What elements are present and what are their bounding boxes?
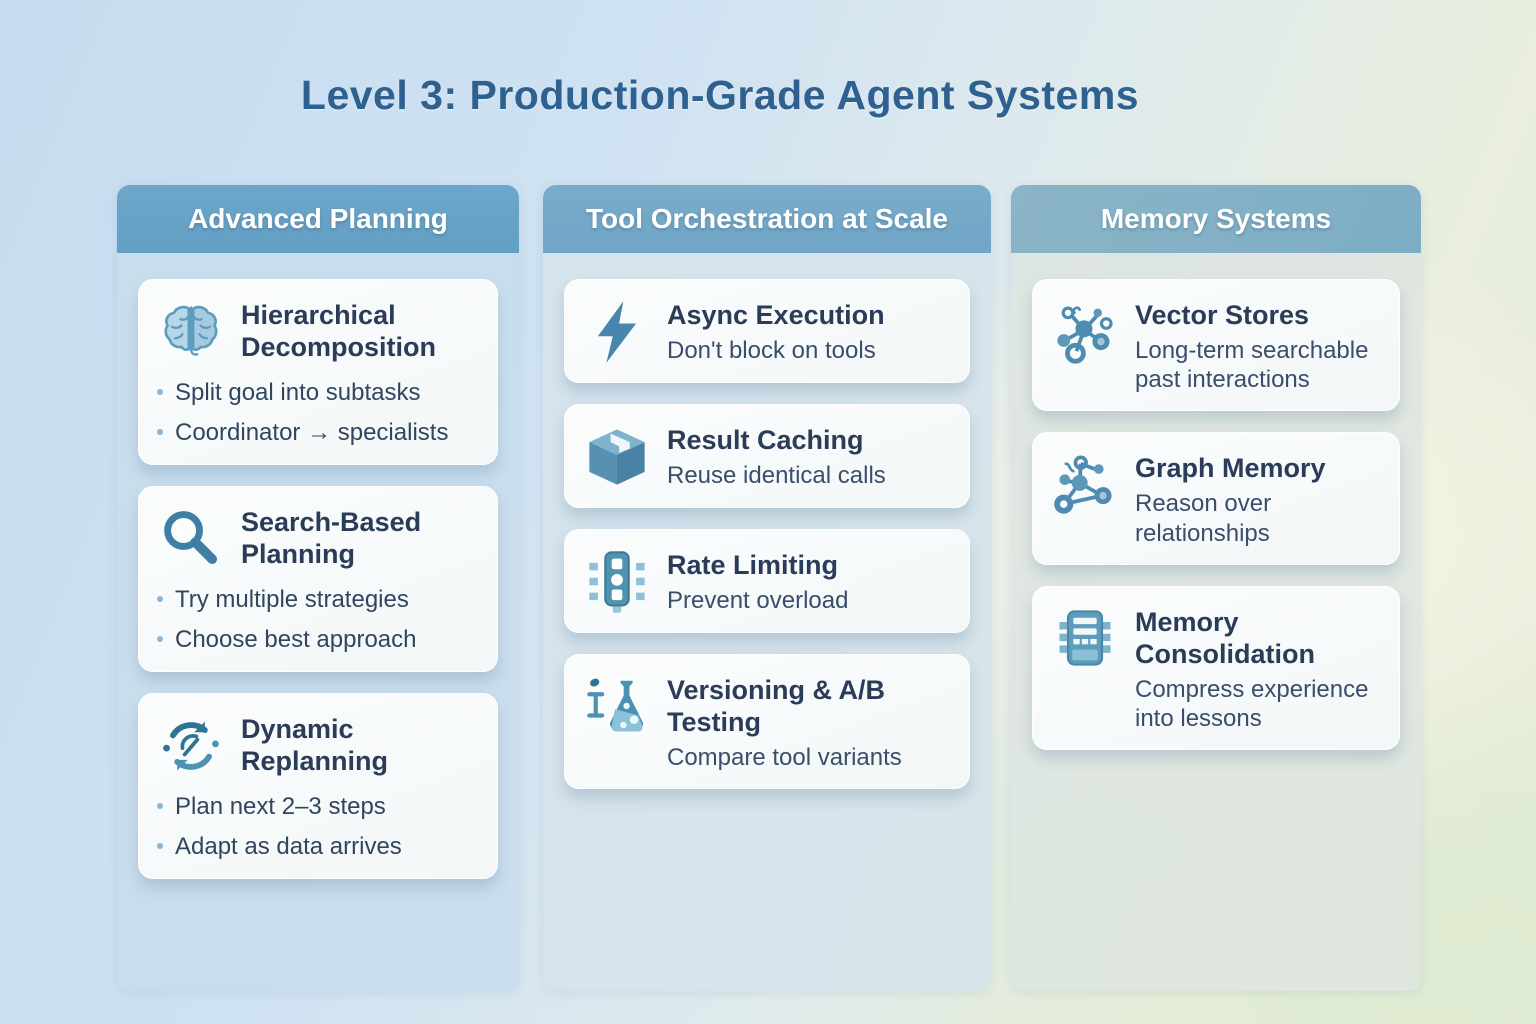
card-subtitle: Don't block on tools bbox=[667, 336, 876, 364]
bullet-item: Plan next 2–3 steps bbox=[157, 792, 479, 822]
bullet-text: Choose best approach bbox=[175, 626, 417, 653]
lightning-icon bbox=[583, 298, 651, 366]
magnifier-icon bbox=[157, 505, 225, 573]
feature-card: Result Caching Reuse identical calls bbox=[564, 404, 970, 508]
bullet-item: Choose best approach bbox=[157, 625, 479, 655]
card-title: Search-Based Planning bbox=[241, 507, 422, 569]
card-bullets: Split goal into subtasks Coordinator → s… bbox=[157, 378, 479, 448]
feature-card: Memory Consolidation Compress experience… bbox=[1032, 585, 1400, 751]
cache-box-icon bbox=[583, 423, 651, 491]
bullet-text: Coordinator → specialists bbox=[175, 419, 449, 446]
card-title: Result Caching bbox=[667, 425, 864, 455]
bullet-dot-icon bbox=[157, 429, 163, 435]
bullet-dot-icon bbox=[157, 389, 163, 395]
card-subtitle: Reuse identical calls bbox=[667, 461, 886, 489]
column-header-3: Memory Systems bbox=[1011, 185, 1421, 253]
memory-chip-icon bbox=[1051, 605, 1119, 673]
card-bullets: Plan next 2–3 steps Adapt as data arrive… bbox=[157, 792, 479, 862]
card-subtitle: Compare tool variants bbox=[667, 743, 902, 771]
card-title: Hierarchical Decomposition bbox=[241, 300, 437, 362]
graph-network-icon bbox=[1051, 451, 1119, 519]
page-title: Level 3: Production-Grade Agent Systems bbox=[300, 72, 1140, 118]
column: Memory Systems Vector Stores Long-term s… bbox=[1011, 185, 1421, 991]
feature-card: Dynamic Replanning Plan next 2–3 steps A… bbox=[138, 693, 498, 879]
feature-card: Graph Memory Reason over relationships bbox=[1032, 432, 1400, 565]
bullet-text: Adapt as data arrives bbox=[175, 833, 402, 860]
card-subtitle: Reason over relationships bbox=[1135, 490, 1272, 547]
column: Tool Orchestration at Scale Async Execut… bbox=[543, 185, 991, 991]
card-title: Vector Stores bbox=[1135, 300, 1310, 330]
feature-card: Versioning & A/B Testing Compare tool va… bbox=[564, 654, 970, 789]
bullet-item: Coordinator → specialists bbox=[157, 418, 479, 448]
bullet-dot-icon bbox=[157, 636, 163, 642]
feature-card: Rate Limiting Prevent overload bbox=[564, 529, 970, 633]
replanning-cycle-icon bbox=[157, 712, 225, 780]
column: Advanced Planning Hierarchical Decomposi… bbox=[117, 185, 519, 991]
column-header-1: Advanced Planning bbox=[117, 185, 519, 253]
column-header-2: Tool Orchestration at Scale bbox=[543, 185, 991, 253]
card-bullets: Try multiple strategies Choose best appr… bbox=[157, 585, 479, 655]
bullet-text: Plan next 2–3 steps bbox=[175, 793, 386, 820]
column-cards: Hierarchical Decomposition Split goal in… bbox=[117, 253, 519, 879]
card-title: Async Execution bbox=[667, 300, 885, 330]
bullet-text: Split goal into subtasks bbox=[175, 379, 421, 406]
brain-icon bbox=[157, 298, 225, 366]
card-subtitle: Long-term searchable past interactions bbox=[1135, 336, 1369, 394]
card-title: Dynamic Replanning bbox=[241, 714, 388, 776]
flask-icon bbox=[583, 673, 651, 741]
feature-card: Vector Stores Long-term searchable past … bbox=[1032, 279, 1400, 412]
card-subtitle: Compress experience into lessons bbox=[1135, 675, 1369, 732]
card-title: Versioning & A/B Testing bbox=[667, 675, 886, 737]
feature-card: Async Execution Don't block on tools bbox=[564, 279, 970, 383]
bullet-text: Try multiple strategies bbox=[175, 586, 409, 613]
vector-network-icon bbox=[1051, 298, 1119, 366]
card-title: Rate Limiting bbox=[667, 550, 839, 580]
bullet-dot-icon bbox=[157, 596, 163, 602]
card-subtitle: Prevent overload bbox=[667, 586, 849, 614]
bullet-dot-icon bbox=[157, 803, 163, 809]
bullet-item: Split goal into subtasks bbox=[157, 378, 479, 408]
bullet-item: Adapt as data arrives bbox=[157, 832, 479, 862]
bullet-item: Try multiple strategies bbox=[157, 585, 479, 615]
column-cards: Vector Stores Long-term searchable past … bbox=[1011, 253, 1421, 751]
bullet-dot-icon bbox=[157, 843, 163, 849]
traffic-light-icon bbox=[583, 548, 651, 616]
card-title: Graph Memory bbox=[1135, 453, 1326, 484]
feature-card: Search-Based Planning Try multiple strat… bbox=[138, 486, 498, 672]
feature-card: Hierarchical Decomposition Split goal in… bbox=[138, 279, 498, 465]
column-cards: Async Execution Don't block on tools Res… bbox=[543, 253, 991, 789]
card-title: Memory Consolidation bbox=[1135, 606, 1315, 669]
